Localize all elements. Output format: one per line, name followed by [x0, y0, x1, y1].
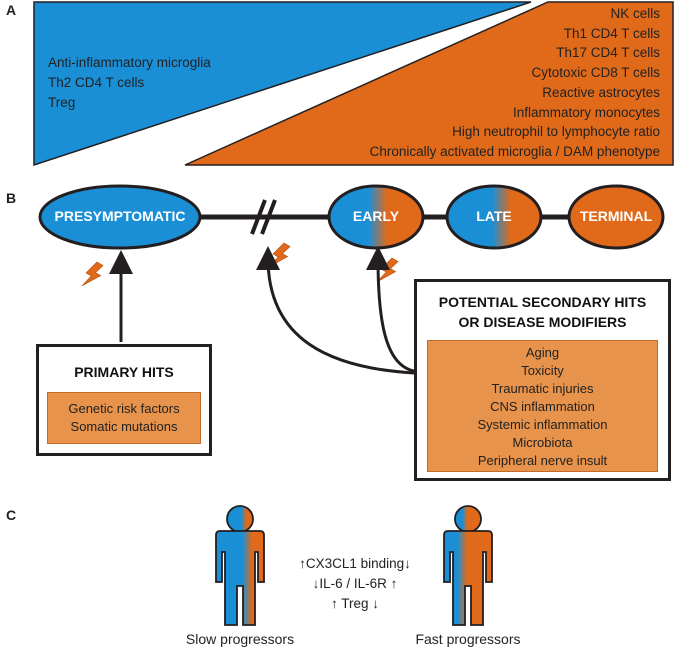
panel-a-wedges: [33, 1, 674, 167]
secondary-hit-item: Peripheral nerve insult: [477, 453, 608, 468]
stage-late: [445, 184, 543, 250]
person-icon: [443, 505, 493, 626]
slow-progressors-label: Slow progressors: [185, 631, 295, 647]
secondary-hit-item: Toxicity: [521, 363, 564, 378]
primary-hits-title: PRIMARY HITS: [74, 364, 174, 380]
fast-progressors-label: Fast progressors: [415, 631, 521, 647]
secondary-hit-item: Systemic inflammation: [477, 417, 608, 432]
marker-il6: ↓IL-6 / IL-6R ↑: [312, 576, 398, 591]
timeline-break-mark: [260, 199, 277, 235]
right-item: Cytotoxic CD8 T cells: [531, 65, 660, 81]
stage-terminal: [567, 184, 665, 250]
right-item: Th1 CD4 T cells: [563, 25, 660, 41]
person-icon: [215, 505, 265, 626]
pro-inflammatory-wedge: [184, 1, 674, 166]
primary-hits-list: Genetic risk factors Somatic mutations: [48, 400, 200, 436]
stage-label-presymptomatic: PRESYMPTOMATIC: [54, 208, 186, 224]
primary-hit-item: Somatic mutations: [70, 419, 178, 434]
secondary-hit-item: Traumatic injuries: [491, 381, 594, 396]
stage-label-terminal: TERMINAL: [579, 208, 653, 224]
panel-label-c: C: [6, 507, 17, 523]
stage-label-late: LATE: [476, 208, 512, 224]
secondary-hits-title-line: OR DISEASE MODIFIERS: [458, 314, 627, 330]
primary-hits-box: PRIMARY HITS Genetic risk factors Somati…: [36, 344, 212, 456]
left-item: Anti-inflammatory microglia: [48, 55, 211, 70]
anti-inflammatory-list: Anti-inflammatory microglia Th2 CD4 T ce…: [48, 53, 211, 113]
pro-inflammatory-list: NK cells Th1 CD4 T cells Th17 CD4 T cell…: [370, 4, 660, 162]
secondary-hit-item: CNS inflammation: [490, 399, 595, 414]
secondary-hits-title: POTENTIAL SECONDARY HITS OR DISEASE MODI…: [417, 292, 668, 332]
secondary-hits-fill: Aging Toxicity Traumatic injuries CNS in…: [427, 340, 658, 472]
panel-c-figures: [215, 505, 493, 626]
panel-label-b: B: [6, 190, 17, 206]
secondary-hits-arrow-long: [256, 246, 415, 375]
secondary-hits-box: POTENTIAL SECONDARY HITS OR DISEASE MODI…: [414, 279, 671, 481]
right-item: Chronically activated microglia / DAM ph…: [369, 143, 660, 159]
secondary-hits-list: Aging Toxicity Traumatic injuries CNS in…: [428, 344, 657, 470]
primary-hit-item: Genetic risk factors: [68, 401, 180, 416]
marker-cx3cl1: ↑CX3CL1 binding↓: [299, 556, 411, 571]
left-item: Th2 CD4 T cells: [48, 75, 145, 90]
anti-inflammatory-wedge: [33, 1, 532, 167]
lightning-icon: [81, 261, 104, 287]
right-item: Th17 CD4 T cells: [556, 45, 660, 61]
left-item: Treg: [48, 95, 76, 110]
right-item: Reactive astrocytes: [542, 84, 660, 100]
stage-presymptomatic: [38, 184, 202, 250]
timeline-break-mark: [250, 199, 267, 235]
right-item: High neutrophil to lymphocyte ratio: [452, 124, 660, 140]
secondary-hit-item: Microbiota: [512, 435, 573, 450]
secondary-hit-item: Aging: [525, 345, 560, 360]
primary-hits-fill: Genetic risk factors Somatic mutations: [47, 392, 201, 444]
right-item: NK cells: [610, 6, 660, 21]
marker-list: ↑CX3CL1 binding↓ ↓IL-6 / IL-6R ↑ ↑ Treg …: [270, 554, 440, 614]
panel-label-a: A: [6, 2, 17, 18]
secondary-hits-title-line: POTENTIAL SECONDARY HITS: [438, 294, 647, 310]
secondary-hits-arrow-short: [366, 246, 415, 373]
panel-b-graphics: [38, 184, 665, 375]
stage-label-early: EARLY: [352, 208, 400, 224]
marker-treg: ↑ Treg ↓: [330, 596, 379, 611]
lightning-icon: [268, 242, 291, 268]
right-item: Inflammatory monocytes: [512, 104, 660, 120]
